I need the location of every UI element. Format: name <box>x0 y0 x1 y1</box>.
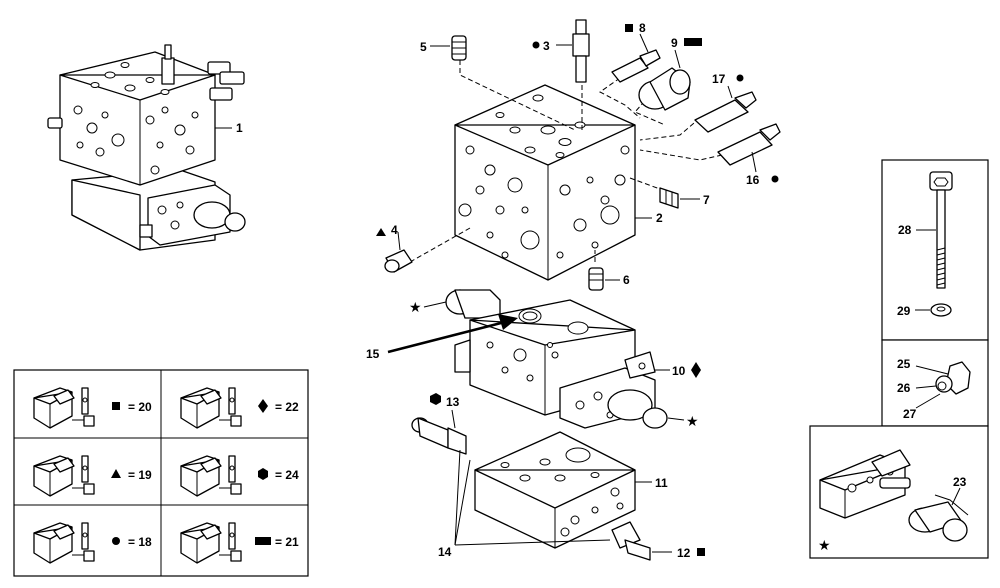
fitting-part-12: 12 <box>611 521 705 561</box>
callout-15: 15 <box>366 347 380 361</box>
star-icon: ★ <box>686 414 699 430</box>
diamond-icon <box>258 399 268 413</box>
rectangle-icon <box>684 38 702 46</box>
star-markers: ★ ★ <box>409 300 699 430</box>
callout-6: 6 <box>623 273 630 287</box>
hexagon-icon <box>258 468 268 480</box>
callout-4: 4 <box>391 223 398 237</box>
legend-value: = 20 <box>128 400 152 414</box>
legend-value: = 18 <box>128 535 152 549</box>
square-icon <box>625 24 633 32</box>
callout-11: 11 <box>655 476 668 490</box>
callout-25: 25 <box>897 357 911 371</box>
callout-17: 17 <box>712 72 726 86</box>
legend-entry: = 18 <box>33 522 152 564</box>
callout-5: 5 <box>420 40 427 54</box>
circle-icon <box>771 175 779 183</box>
solenoid-module-part-10: 10 <box>445 289 701 429</box>
plug-part-6: 6 <box>588 267 630 291</box>
plug-part-5: 5 <box>420 35 467 61</box>
callout-26: 26 <box>897 381 911 395</box>
triangle-icon <box>111 469 121 478</box>
assembled-valve-block: 1 <box>47 44 246 251</box>
callout-23: 23 <box>953 475 967 489</box>
check-valve-part-3: 3 <box>532 19 590 83</box>
square-icon <box>697 548 705 556</box>
callout-1: 1 <box>236 121 243 135</box>
valve-part-16: 16 <box>717 123 781 187</box>
legend-value: = 19 <box>128 468 152 482</box>
callout-8: 8 <box>639 21 646 35</box>
circle-icon <box>532 41 540 49</box>
legend-entry: = 20 <box>33 387 152 429</box>
legend-entry: = 24 <box>180 455 299 497</box>
washer-part-29: 29 <box>897 303 952 318</box>
circle-icon <box>736 74 744 82</box>
star-icon: ★ <box>409 300 422 316</box>
o-ring-part-15: 15 <box>366 314 518 361</box>
main-valve-block: 2 <box>454 84 663 281</box>
callout-10: 10 <box>672 364 686 378</box>
callout-27: 27 <box>903 407 917 421</box>
hexagon-icon <box>430 393 441 405</box>
callout-3: 3 <box>543 39 550 53</box>
callout-16: 16 <box>746 173 760 187</box>
valve-part-17: 17 <box>694 72 757 133</box>
legend-entry: = 22 <box>180 387 299 429</box>
callout-14: 14 <box>438 545 452 559</box>
legend-value: = 22 <box>275 400 299 414</box>
legend-entry: = 21 <box>180 522 299 564</box>
callout-12: 12 <box>677 546 691 560</box>
fitting-part-8: 8 <box>611 21 661 83</box>
callout-28: 28 <box>898 223 912 237</box>
triangle-icon <box>376 228 386 236</box>
callout-7: 7 <box>703 193 710 207</box>
plug-parts-25-27: 25 26 27 <box>897 357 971 421</box>
legend-value: = 21 <box>275 535 299 549</box>
legend-entry: = 19 <box>33 455 152 497</box>
fitting-part-13: 13 <box>411 393 467 455</box>
callout-9: 9 <box>671 36 678 50</box>
circle-icon <box>112 537 120 545</box>
rectangle-icon <box>255 537 271 545</box>
plug-part-7: 7 <box>659 187 710 209</box>
star-icon: ★ <box>818 538 831 554</box>
bolt-part-28: 28 <box>898 171 953 289</box>
callout-13: 13 <box>446 395 460 409</box>
legend-value: = 24 <box>275 468 299 482</box>
plug-part-4: 4 <box>376 223 413 273</box>
callout-29: 29 <box>897 304 911 318</box>
cap-nut-part-9: 9 <box>638 36 702 111</box>
base-plate-part-11: 11 <box>474 431 668 549</box>
diamond-icon <box>691 362 701 378</box>
leaders-part-14: 14 <box>438 449 611 559</box>
square-icon <box>112 402 120 410</box>
solenoid-detail-part-23: 23 ★ <box>818 449 969 554</box>
callout-2: 2 <box>656 211 663 225</box>
